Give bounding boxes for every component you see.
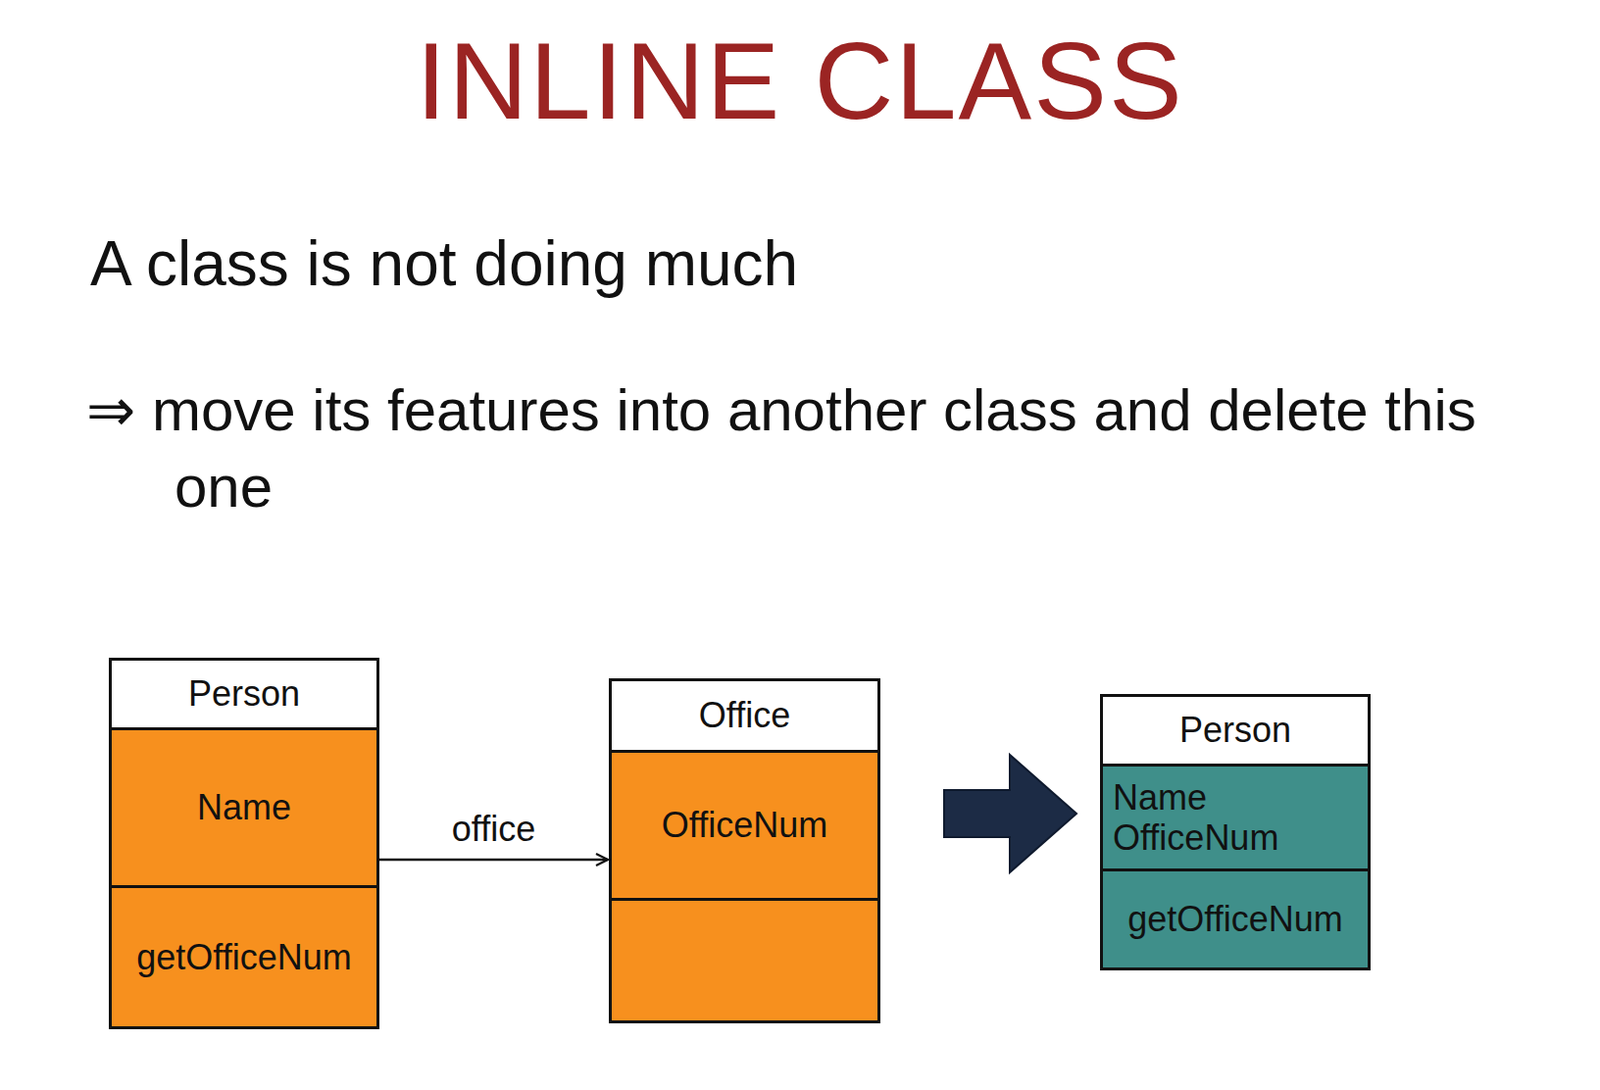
guideline: ⇒ move its features into another class a… (86, 372, 1518, 526)
field-name: OfficeNum (1112, 817, 1279, 858)
field-name: OfficeNum (661, 804, 828, 846)
methods: getOfficeNum (111, 885, 377, 1027)
class-title: Person (1179, 709, 1292, 750)
class-name: Office (611, 681, 878, 750)
methods: getOfficeNum (1102, 868, 1368, 968)
title: INLINE CLASS (0, 17, 1600, 145)
attributes: Name (111, 727, 377, 886)
class-box: PersonNameOfficeNum getOfficeNum (1100, 694, 1371, 971)
field-name: Name (197, 787, 292, 828)
method-name: getOfficeNum (1127, 899, 1343, 940)
class-title: Person (188, 673, 300, 714)
methods (611, 898, 878, 1021)
transform-arrow (944, 754, 1077, 873)
class-title: Office (699, 695, 791, 736)
statement: A class is not doing much (90, 223, 1365, 305)
association-arrow (379, 858, 608, 862)
class-box: PersonName getOfficeNum (108, 657, 380, 1030)
field-name: Name (1112, 777, 1207, 818)
class-box: OfficeOfficeNum (608, 678, 881, 1024)
connector-layer (379, 859, 608, 861)
class-name: Person (111, 660, 377, 728)
attributes: OfficeNum (611, 750, 878, 899)
class-name: Person (1102, 697, 1368, 764)
attributes: NameOfficeNum (1102, 763, 1368, 869)
role-name: office (448, 808, 540, 850)
method-name: getOfficeNum (136, 937, 351, 978)
